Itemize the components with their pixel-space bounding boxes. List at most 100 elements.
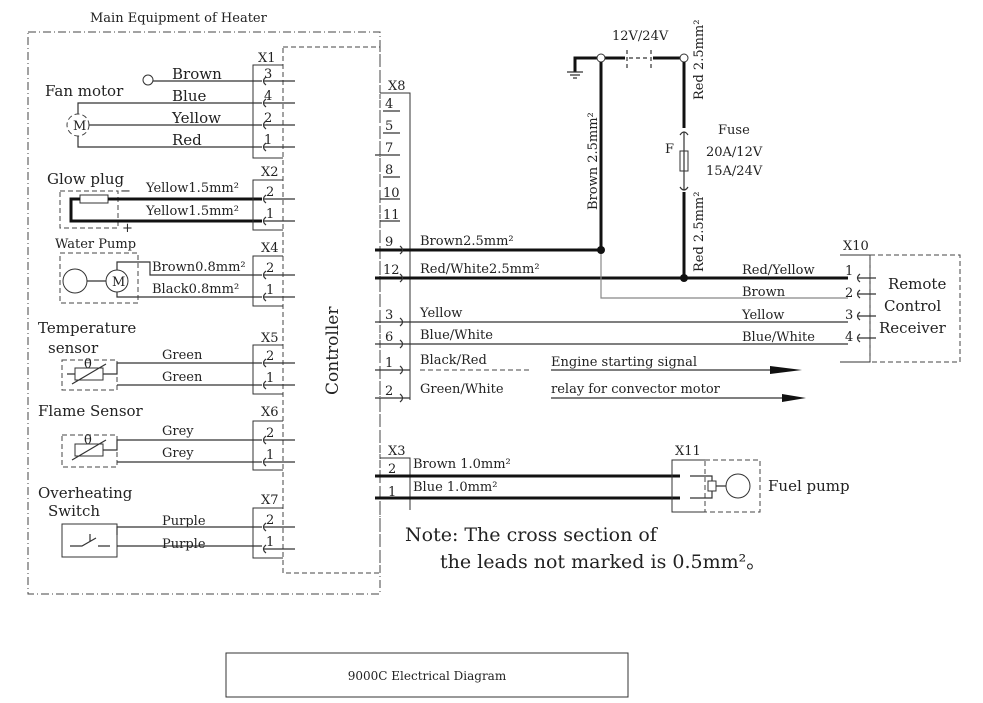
motor-symbol: M	[112, 275, 125, 290]
receiver-label: Control	[884, 297, 941, 315]
wire-label: Blue	[172, 87, 206, 105]
theta-symbol: θ	[84, 433, 92, 448]
pin-number: 6	[385, 330, 393, 345]
red-wire-label: Red 2.5mm²	[692, 192, 707, 272]
solenoid-icon	[707, 480, 717, 492]
pin-number: 1	[264, 133, 272, 148]
remote-control-receiver: X10 Red/Yellow Brown Yellow Blue/White 1…	[741, 239, 961, 363]
pin-number: 2	[266, 426, 274, 441]
power-supply: 12V/24V Brown 2.5mm² Red 2.5mm² Red 2.5m…	[567, 20, 763, 282]
pin-number: 2	[385, 384, 393, 399]
pin-number: 3	[264, 67, 272, 82]
fuse-rating: 15A/24V	[706, 164, 763, 179]
pin-number: 12	[383, 263, 400, 278]
connector-label-x6: X6	[261, 405, 279, 420]
fan-motor-group: Fan motor M Brown Blue Yellow Red X1 3 4…	[45, 51, 295, 159]
motor-symbol: M	[73, 119, 86, 134]
wire-label: Grey	[162, 424, 194, 439]
plus-sign: +	[122, 221, 133, 236]
wire-label: Purple	[162, 537, 206, 552]
connector-label-x10: X10	[843, 239, 869, 254]
pin-number: 1	[266, 535, 274, 550]
fuse-symbol: F	[665, 142, 674, 157]
battery-voltage-label: 12V/24V	[612, 29, 669, 44]
water-pump-outline	[59, 252, 139, 304]
note-line: Note: The cross section of	[405, 524, 659, 546]
pin-number: 2	[388, 462, 396, 477]
wire-label: Red/White2.5mm²	[420, 262, 540, 277]
red-wire-label: Red 2.5mm²	[692, 20, 707, 100]
wire-label: Red/Yellow	[742, 263, 815, 278]
relay-signal-label: relay for convector motor	[551, 382, 721, 397]
pin-number: 1	[385, 356, 393, 371]
pin-number: 11	[383, 208, 400, 223]
pin-number: 3	[845, 308, 853, 323]
controller-label: Controller	[323, 306, 343, 395]
receiver-label: Remote	[888, 275, 946, 293]
fuel-pump-group: X3 2 1 Brown 1.0mm² Blue 1.0mm² X11 Fuel…	[375, 444, 850, 513]
wire-label: Yellow	[419, 306, 462, 321]
heater-title: Main Equipment of Heater	[90, 11, 268, 26]
glow-plug-label: Glow plug	[47, 170, 124, 188]
switch-icon	[70, 526, 262, 547]
temp-sensor-label: Temperature	[38, 319, 136, 337]
pin-number: 2	[264, 111, 272, 126]
connector-label-x11: X11	[675, 444, 701, 459]
switch-outline	[61, 523, 118, 558]
wire-label: Black/Red	[420, 353, 487, 368]
pin-number: 4	[264, 89, 272, 104]
battery-icon	[626, 50, 652, 68]
wire-label: Yellow	[171, 109, 221, 127]
ground-icon	[567, 71, 583, 79]
wire-label: Brown	[742, 285, 786, 300]
terminal-icon	[142, 74, 154, 86]
wire-label: Brown 1.0mm²	[413, 457, 511, 472]
connector-label-x2: X2	[261, 165, 279, 180]
wire-label: Green	[162, 370, 203, 385]
arrow-right-icon	[782, 394, 806, 402]
temp-sensor-label: sensor	[48, 339, 99, 357]
water-pump-group: Water Pump M Brown0.8mm² Black0.8mm² X4 …	[55, 237, 295, 307]
wire-label: Red	[172, 131, 202, 149]
sensor-outline	[61, 434, 118, 468]
pin-number: 2	[266, 261, 274, 276]
pin-number: 10	[383, 186, 400, 201]
terminal-icon	[679, 53, 689, 63]
connector-label-x1: X1	[258, 51, 276, 66]
overheating-label: Switch	[48, 502, 100, 520]
brown-wire-label: Brown 2.5mm²	[586, 112, 601, 210]
wire-label: Brown0.8mm²	[152, 260, 246, 275]
diagram-caption: 9000C Electrical Diagram	[348, 669, 507, 683]
caption-box	[225, 652, 629, 698]
pin-number: 9	[385, 235, 393, 250]
fan-motor-label: Fan motor	[45, 82, 124, 100]
pin-number: 4	[845, 330, 853, 345]
receiver-box	[869, 254, 961, 363]
wire-label: Blue/White	[420, 328, 493, 343]
wire-label: Yellow1.5mm²	[145, 204, 239, 219]
pin-number: 2	[266, 185, 274, 200]
pin-number: 7	[385, 141, 393, 156]
connector-label-x8: X8	[388, 79, 406, 94]
overheating-switch-group: Overheating Switch Purple Purple X7 2 1	[38, 484, 295, 559]
sensor-outline	[61, 359, 118, 391]
fuse-rating: 20A/12V	[706, 145, 763, 160]
pin-number: 1	[266, 448, 274, 463]
controller-box	[282, 46, 381, 574]
wire-label: Green	[162, 348, 203, 363]
glow-plug-group: Glow plug − + Yellow1.5mm² Yellow1.5mm² …	[47, 165, 295, 236]
fuel-pump-outline	[704, 459, 761, 513]
pin-number: 1	[266, 371, 274, 386]
flame-sensor-label: Flame Sensor	[38, 402, 144, 420]
glow-plug-outline	[59, 190, 119, 229]
receiver-label: Receiver	[879, 319, 947, 337]
pin-number: 5	[385, 119, 393, 134]
fuse-title: Fuse	[718, 123, 750, 138]
fuel-pump-label: Fuel pump	[768, 477, 850, 495]
wire-label: Black0.8mm²	[152, 282, 239, 297]
wire-label: Purple	[162, 514, 206, 529]
pin-number: 2	[266, 513, 274, 528]
connector-label-x4: X4	[261, 241, 279, 256]
connector-label-x5: X5	[261, 331, 279, 346]
engine-signal-label: Engine starting signal	[551, 355, 697, 370]
